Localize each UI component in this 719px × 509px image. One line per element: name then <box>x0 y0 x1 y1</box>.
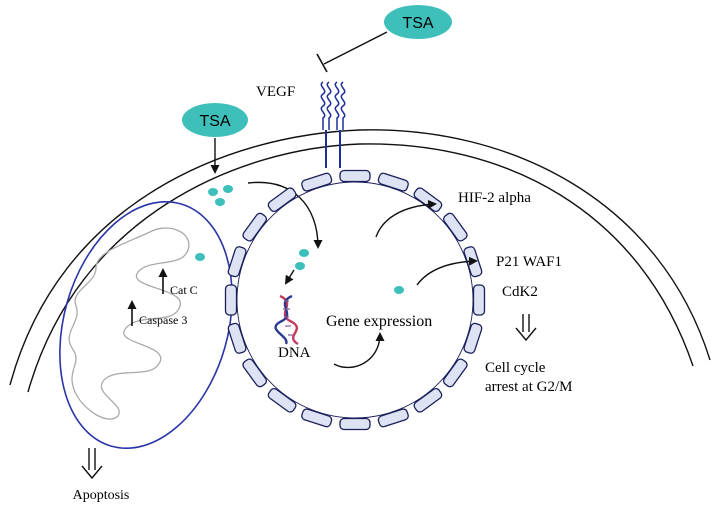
nucleus-dot <box>295 262 305 270</box>
nucleus-envelope <box>224 169 486 431</box>
gene-expression-label: Gene expression <box>326 313 432 330</box>
inhibition-bar <box>316 53 328 73</box>
apoptosis-double-arrow <box>81 448 103 480</box>
nucleus-dot <box>299 249 309 257</box>
tsa-dot-cluster <box>208 185 233 206</box>
hif-arrow <box>375 199 437 238</box>
gene-expression-cycle-arrow <box>333 332 385 369</box>
tsa-to-nucleus-arrow <box>247 181 323 249</box>
tsa-label-top: TSA <box>402 15 433 32</box>
nuclear-envelope-segment <box>301 172 333 192</box>
nuclear-envelope-segment <box>472 284 486 316</box>
nuclear-envelope-segment <box>301 408 333 428</box>
vegf-receptor <box>320 81 346 168</box>
cell-cycle-label-line2: arrest at G2/M <box>485 379 572 395</box>
p21-label: P21 WAF1 <box>496 254 562 270</box>
p21-arrow <box>416 256 478 286</box>
nuclear-envelope-segment <box>442 358 468 388</box>
caspase-3-label: Caspase 3 <box>139 313 187 327</box>
nuclear-envelope-segment <box>339 169 371 183</box>
nucleus-dot <box>394 286 404 294</box>
cell-membrane-inner <box>27 143 694 393</box>
dna-helix-icon <box>274 294 299 346</box>
nuclear-envelope-segment <box>242 358 268 388</box>
nuclear-envelope-segment <box>242 212 268 242</box>
nuclear-envelope-segment <box>463 322 483 354</box>
tsa-label-membrane: TSA <box>199 113 230 130</box>
nuclear-envelope-segment <box>224 284 238 316</box>
mitochondrion-outline <box>59 200 233 450</box>
cell-cycle-double-arrow <box>515 314 537 342</box>
dot-to-dna-arrow <box>284 269 295 285</box>
mitochondrion-cristae <box>68 227 190 420</box>
nuclear-envelope-segment <box>227 322 247 354</box>
nuclear-envelope-segment <box>267 387 297 413</box>
hif-label: HIF-2 alpha <box>458 190 531 206</box>
tsa-ellipse-membrane <box>182 103 248 137</box>
vegf-label: VEGF <box>256 84 295 100</box>
tsa-ellipse-top <box>384 5 452 39</box>
dna-label: DNA <box>278 345 311 361</box>
cell-membrane-outer <box>9 129 711 386</box>
tsa-inhibition-line <box>323 31 388 65</box>
nuclear-envelope-segment <box>339 417 371 431</box>
nuclear-envelope-segment <box>377 408 409 428</box>
mitochondrion-dot <box>195 253 205 261</box>
cdk2-label: CdK2 <box>502 284 538 300</box>
nuclear-envelope-segment <box>267 187 297 213</box>
nuclear-envelope-segment <box>413 387 443 413</box>
cat-c-label: Cat C <box>170 283 198 297</box>
nuclear-envelope-segment <box>227 246 247 278</box>
apoptosis-label: Apoptosis <box>73 488 130 503</box>
cell-cycle-label-line1: Cell cycle <box>485 360 546 376</box>
nuclear-envelope-segment <box>377 172 409 192</box>
nuclear-envelope-segment <box>442 212 468 242</box>
nucleus-inner-outline <box>236 181 474 419</box>
